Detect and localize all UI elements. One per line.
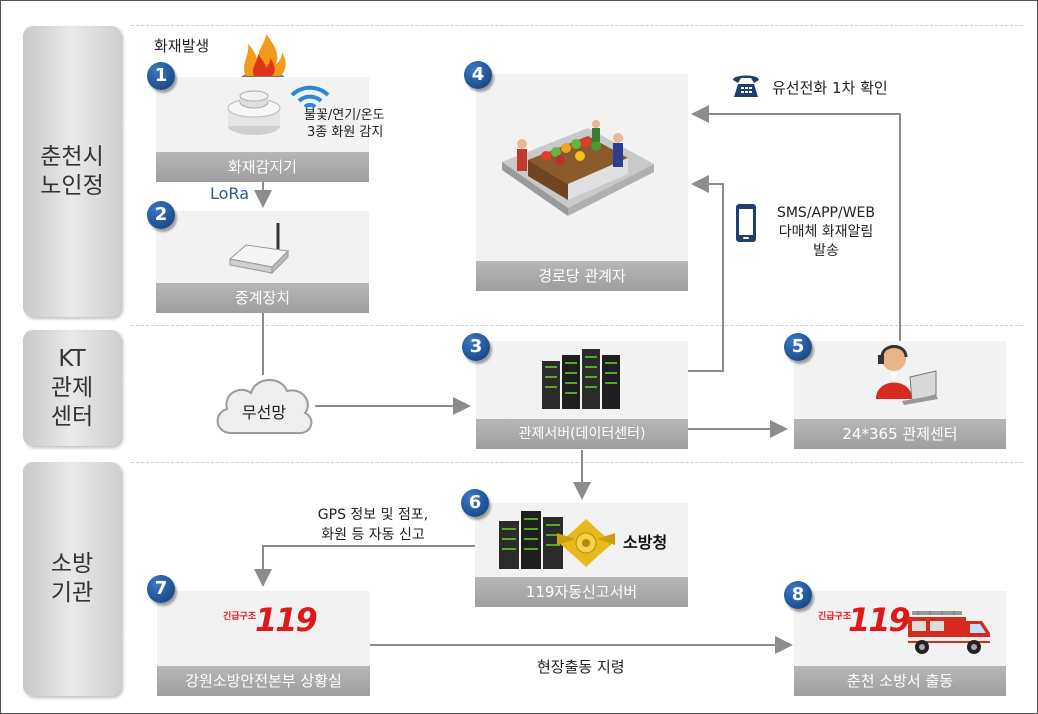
fire-agency-label: 소방청 xyxy=(623,533,668,552)
lane-label-line: 노인정 xyxy=(40,172,104,199)
lane-separator xyxy=(131,325,1023,326)
step5-label: 24*365 관제센터 xyxy=(794,419,1006,449)
step4-badge: 4 xyxy=(464,61,492,89)
step6-label: 119자동신고서버 xyxy=(475,577,688,607)
step3-badge: 3 xyxy=(462,333,490,361)
server-rack-icon-2 xyxy=(499,511,563,569)
step6-badge: 6 xyxy=(461,489,489,517)
sms-text-line: SMS/APP/WEB xyxy=(776,205,876,221)
step3-label: 관제서버(데이터센터) xyxy=(476,419,688,449)
sensor-text-line: 3종 화원 감지 xyxy=(307,125,384,140)
dispatch-label: 현장출동 지령 xyxy=(537,658,625,676)
wireless-cloud-icon xyxy=(216,379,313,435)
lane-label-line: KT xyxy=(58,345,86,372)
logo-small-text: 긴급구조 xyxy=(223,612,257,622)
step4-card: 경로당 관계자 xyxy=(476,74,688,291)
emergency-119-logo-2: 긴급구조 119 xyxy=(816,599,911,649)
logo-small-text: 긴급구조 xyxy=(818,612,852,622)
step8-card: 긴급구조 119 춘천 소방서 출동 xyxy=(794,591,1006,696)
market-stall-icon xyxy=(502,120,654,216)
arrow-control-to-manager xyxy=(691,105,901,341)
wireless-label: 무선망 xyxy=(241,403,287,422)
lane-separator xyxy=(131,25,1023,26)
step6-card: 소방청 119자동신고서버 xyxy=(475,503,688,607)
lora-label: LoRa xyxy=(210,184,249,203)
step1-badge: 1 xyxy=(147,62,175,90)
sensor-text-line: 불꽃/연기/온도 xyxy=(304,108,385,123)
telephone-icon xyxy=(733,75,759,97)
step2-badge: 2 xyxy=(147,201,175,229)
wifi-signal-icon xyxy=(290,85,330,109)
phone-confirm-label: 유선전화 1차 확인 xyxy=(772,79,888,97)
sms-text-line: 발송 xyxy=(813,243,839,259)
lane-label-line: 관제 xyxy=(50,374,94,401)
fire-truck-icon xyxy=(908,611,990,654)
lane-separator xyxy=(131,462,1023,463)
step5-badge: 5 xyxy=(784,333,812,361)
step7-badge: 7 xyxy=(147,575,175,603)
step7-label: 강원소방안전본부 상황실 xyxy=(157,666,370,696)
lane-label-line: 소방 xyxy=(50,551,94,577)
relay-router-icon xyxy=(228,223,290,275)
arrow-server-to-manager xyxy=(687,175,724,372)
gps-text-line: GPS 정보 및 점포, xyxy=(317,507,429,523)
logo-big-text: 119 xyxy=(255,601,318,639)
server-rack-icon xyxy=(542,349,620,409)
fire-agency-emblem-icon xyxy=(557,519,615,567)
step2-label: 중계장치 xyxy=(156,283,369,313)
smartphone-icon xyxy=(736,204,756,242)
lane-label-line: 센터 xyxy=(50,403,94,430)
step1-card: 불꽃/연기/온도 3종 화원 감지 화재감지기 xyxy=(156,77,385,182)
lane-label-line: 기관 xyxy=(50,580,94,606)
step4-label: 경로당 관계자 xyxy=(476,261,688,291)
gps-text-line: 화원 등 자동 신고 xyxy=(321,527,425,543)
step8-label: 춘천 소방서 출동 xyxy=(794,666,1006,696)
sensor-detect-text: 불꽃/연기/온도 3종 화원 감지 xyxy=(304,107,385,141)
sms-text-line: 다매체 화재알림 xyxy=(778,224,874,240)
lane-label-line: 춘천시 xyxy=(40,143,104,170)
fire-event-label: 화재발생 xyxy=(154,37,210,55)
logo-big-text: 119 xyxy=(848,601,911,639)
fire-sensor-icon xyxy=(227,90,281,135)
step3-card: 관제서버(데이터센터) xyxy=(476,341,688,449)
arrow-119server-to-situation xyxy=(254,545,475,587)
operator-headset-icon xyxy=(876,345,938,405)
step7-card: 긴급구조 119 강원소방안전본부 상황실 xyxy=(157,591,370,696)
step1-label: 화재감지기 xyxy=(156,152,369,182)
step8-badge: 8 xyxy=(784,581,812,609)
sms-notice-text: SMS/APP/WEB 다매체 화재알림 발송 xyxy=(759,204,893,261)
gps-report-text: GPS 정보 및 점포, 화원 등 자동 신고 xyxy=(283,505,463,545)
step2-card: 중계장치 xyxy=(156,211,369,313)
step5-card: 24*365 관제센터 xyxy=(794,341,1006,449)
emergency-119-logo: 긴급구조 119 xyxy=(221,599,318,649)
